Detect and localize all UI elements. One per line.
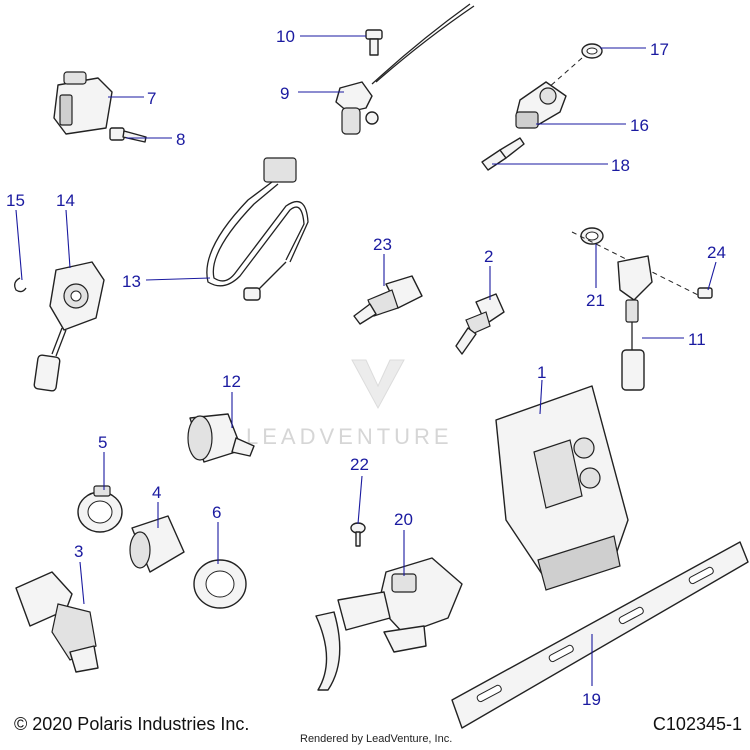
rendered-by-text: Rendered by LeadVenture, Inc. [300, 733, 453, 745]
callout-9: 9 [280, 84, 289, 103]
part-2-air-temp-sensor [455, 293, 505, 355]
part-19-bracket [451, 541, 749, 729]
part-8-bolt [109, 127, 147, 143]
callout-5: 5 [98, 433, 107, 452]
part-7-map-sensor [53, 71, 113, 135]
callout-1: 1 [537, 363, 546, 382]
part-23-temp-sensor [353, 275, 423, 325]
callout-12: 12 [222, 372, 241, 391]
callout-7: 7 [147, 89, 156, 108]
part-16-cam-sensor [515, 81, 567, 129]
callout-20: 20 [394, 510, 413, 529]
part-18-bolt [481, 137, 525, 171]
diagram-part-number: C102345-1 [652, 714, 742, 734]
part-9-speed-sensor [335, 3, 475, 135]
part-21-o-ring [580, 227, 604, 245]
callout-19: 19 [582, 690, 601, 709]
part-12-relay [187, 413, 255, 463]
part-1-ecu [495, 385, 629, 591]
callout-21: 21 [586, 291, 605, 310]
callout-17: 17 [650, 40, 669, 59]
part-3-sensor [15, 571, 99, 673]
callout-10: 10 [276, 27, 295, 46]
callout-16: 16 [630, 116, 649, 135]
part-6-ring-nut [193, 559, 247, 609]
callout-24: 24 [707, 243, 726, 262]
part-11-sensor-pigtail [617, 255, 653, 391]
callout-15: 15 [6, 191, 25, 210]
callout-18: 18 [611, 156, 630, 175]
callout-8: 8 [176, 130, 185, 149]
part-17-o-ring [581, 43, 603, 59]
callout-14: 14 [56, 191, 75, 210]
callout-2: 2 [484, 247, 493, 266]
callout-13: 13 [122, 272, 141, 291]
part-10-bolt [365, 29, 383, 56]
callout-23: 23 [373, 235, 392, 254]
copyright-text: © 2020 Polaris Industries Inc. [14, 714, 250, 734]
leader-lines [15, 35, 717, 686]
callout-3: 3 [74, 542, 83, 561]
part-5-clamp [77, 485, 123, 533]
part-24-bolt [697, 287, 713, 299]
part-15-clip [14, 277, 27, 293]
part-22-screw [350, 522, 366, 547]
part-4-connector [129, 515, 185, 573]
part-13-harness [206, 157, 309, 301]
part-14-tps-sensor [33, 261, 105, 392]
callout-6: 6 [212, 503, 221, 522]
callout-11: 11 [688, 330, 706, 349]
watermark-text: LEADVENTURE [246, 424, 453, 449]
callout-22: 22 [350, 455, 369, 474]
part-20-valve [315, 557, 463, 691]
callout-4: 4 [152, 483, 161, 502]
watermark: LEADVENTURE [246, 359, 453, 449]
